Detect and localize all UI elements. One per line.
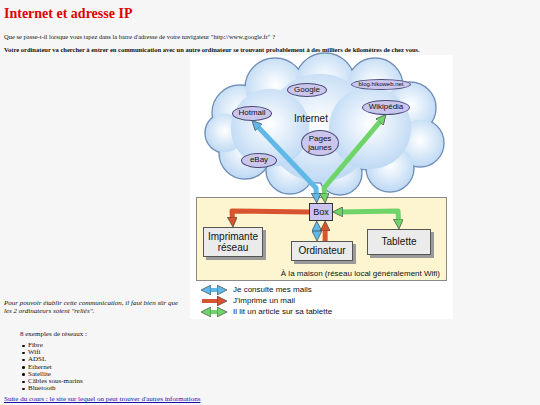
legend-swatch (200, 285, 228, 295)
node-label: Pages jaunes (306, 134, 335, 152)
legend-swatch (200, 296, 228, 306)
page-heading: Internet et adresse IP (4, 6, 132, 22)
link-arrow (232, 211, 309, 221)
node-label: Google (294, 85, 320, 94)
node-label: Ordinateur (298, 245, 345, 257)
legend-text: Je consulte mes mails (233, 285, 312, 294)
list-item: Fibre (20, 342, 178, 349)
device-box: Ordinateur (291, 241, 353, 261)
device-box: Imprimante réseau (203, 227, 263, 257)
link-arrow (324, 119, 382, 197)
home-network-region: À la maison (réseau local généralement W… (196, 197, 447, 281)
bold-paragraph: Votre ordinateur va chercher à entrer en… (4, 46, 536, 54)
list-heading: 8 exemples de réseaux : (20, 330, 220, 338)
list-item: Câbles sous-marins (20, 378, 178, 385)
site-ellipse: blog.hikoweb.net (351, 79, 411, 90)
link-arrow (314, 227, 319, 235)
legend-row: Je consulte mes mails (200, 285, 312, 295)
list-item: ADSL (20, 356, 178, 363)
legend-row: Il lit un article sur sa tablette (200, 307, 332, 317)
legend-swatch (200, 307, 228, 317)
legend-text: Il lit un article sur sa tablette (233, 307, 332, 316)
list-item: Bluetooth (20, 385, 178, 392)
paragraph: Que se passe-t-il lorsque vous tapez dan… (4, 33, 536, 41)
link-arrow (256, 125, 316, 197)
node-label: blog.hikoweb.net (358, 81, 403, 88)
link-arrow (339, 211, 399, 223)
legend-row: J'imprime un mail (200, 296, 295, 306)
router-box: Box (309, 203, 333, 221)
site-ellipse: Pages jaunes (301, 130, 339, 156)
list-item: Ethernet (20, 364, 178, 371)
image-ground (190, 55, 453, 319)
node-label: Imprimante réseau (204, 231, 262, 254)
internet-cloud: Internet Google blog.hikoweb.netHotmail Wik… (200, 58, 440, 188)
link-arrow (323, 227, 328, 241)
node-label: Wikipédia (369, 102, 404, 111)
node-label: Box (313, 207, 329, 217)
node-label: eBay (250, 155, 268, 164)
node-label: Tablette (381, 236, 416, 248)
legend-text: J'imprime un mail (233, 296, 295, 305)
list-item: Wifi (20, 349, 178, 356)
page-link: Suite du cours : le site sur lequel on p… (4, 395, 404, 403)
site-ellipse: Hotmail (232, 106, 272, 121)
node-label: À la maison (réseau local généralement W… (281, 269, 440, 278)
site-ellipse: Wikipédia (362, 100, 409, 115)
node-label: Hotmail (238, 108, 265, 117)
italic-paragraph: Pour pouvoir établir cette communication… (4, 299, 187, 316)
site-ellipse: eBay (241, 153, 277, 168)
site-ellipse: Google (287, 83, 327, 97)
device-box: Tablette (367, 229, 431, 255)
node-label: Internet (294, 113, 328, 125)
list-item: Satellite (20, 371, 178, 378)
